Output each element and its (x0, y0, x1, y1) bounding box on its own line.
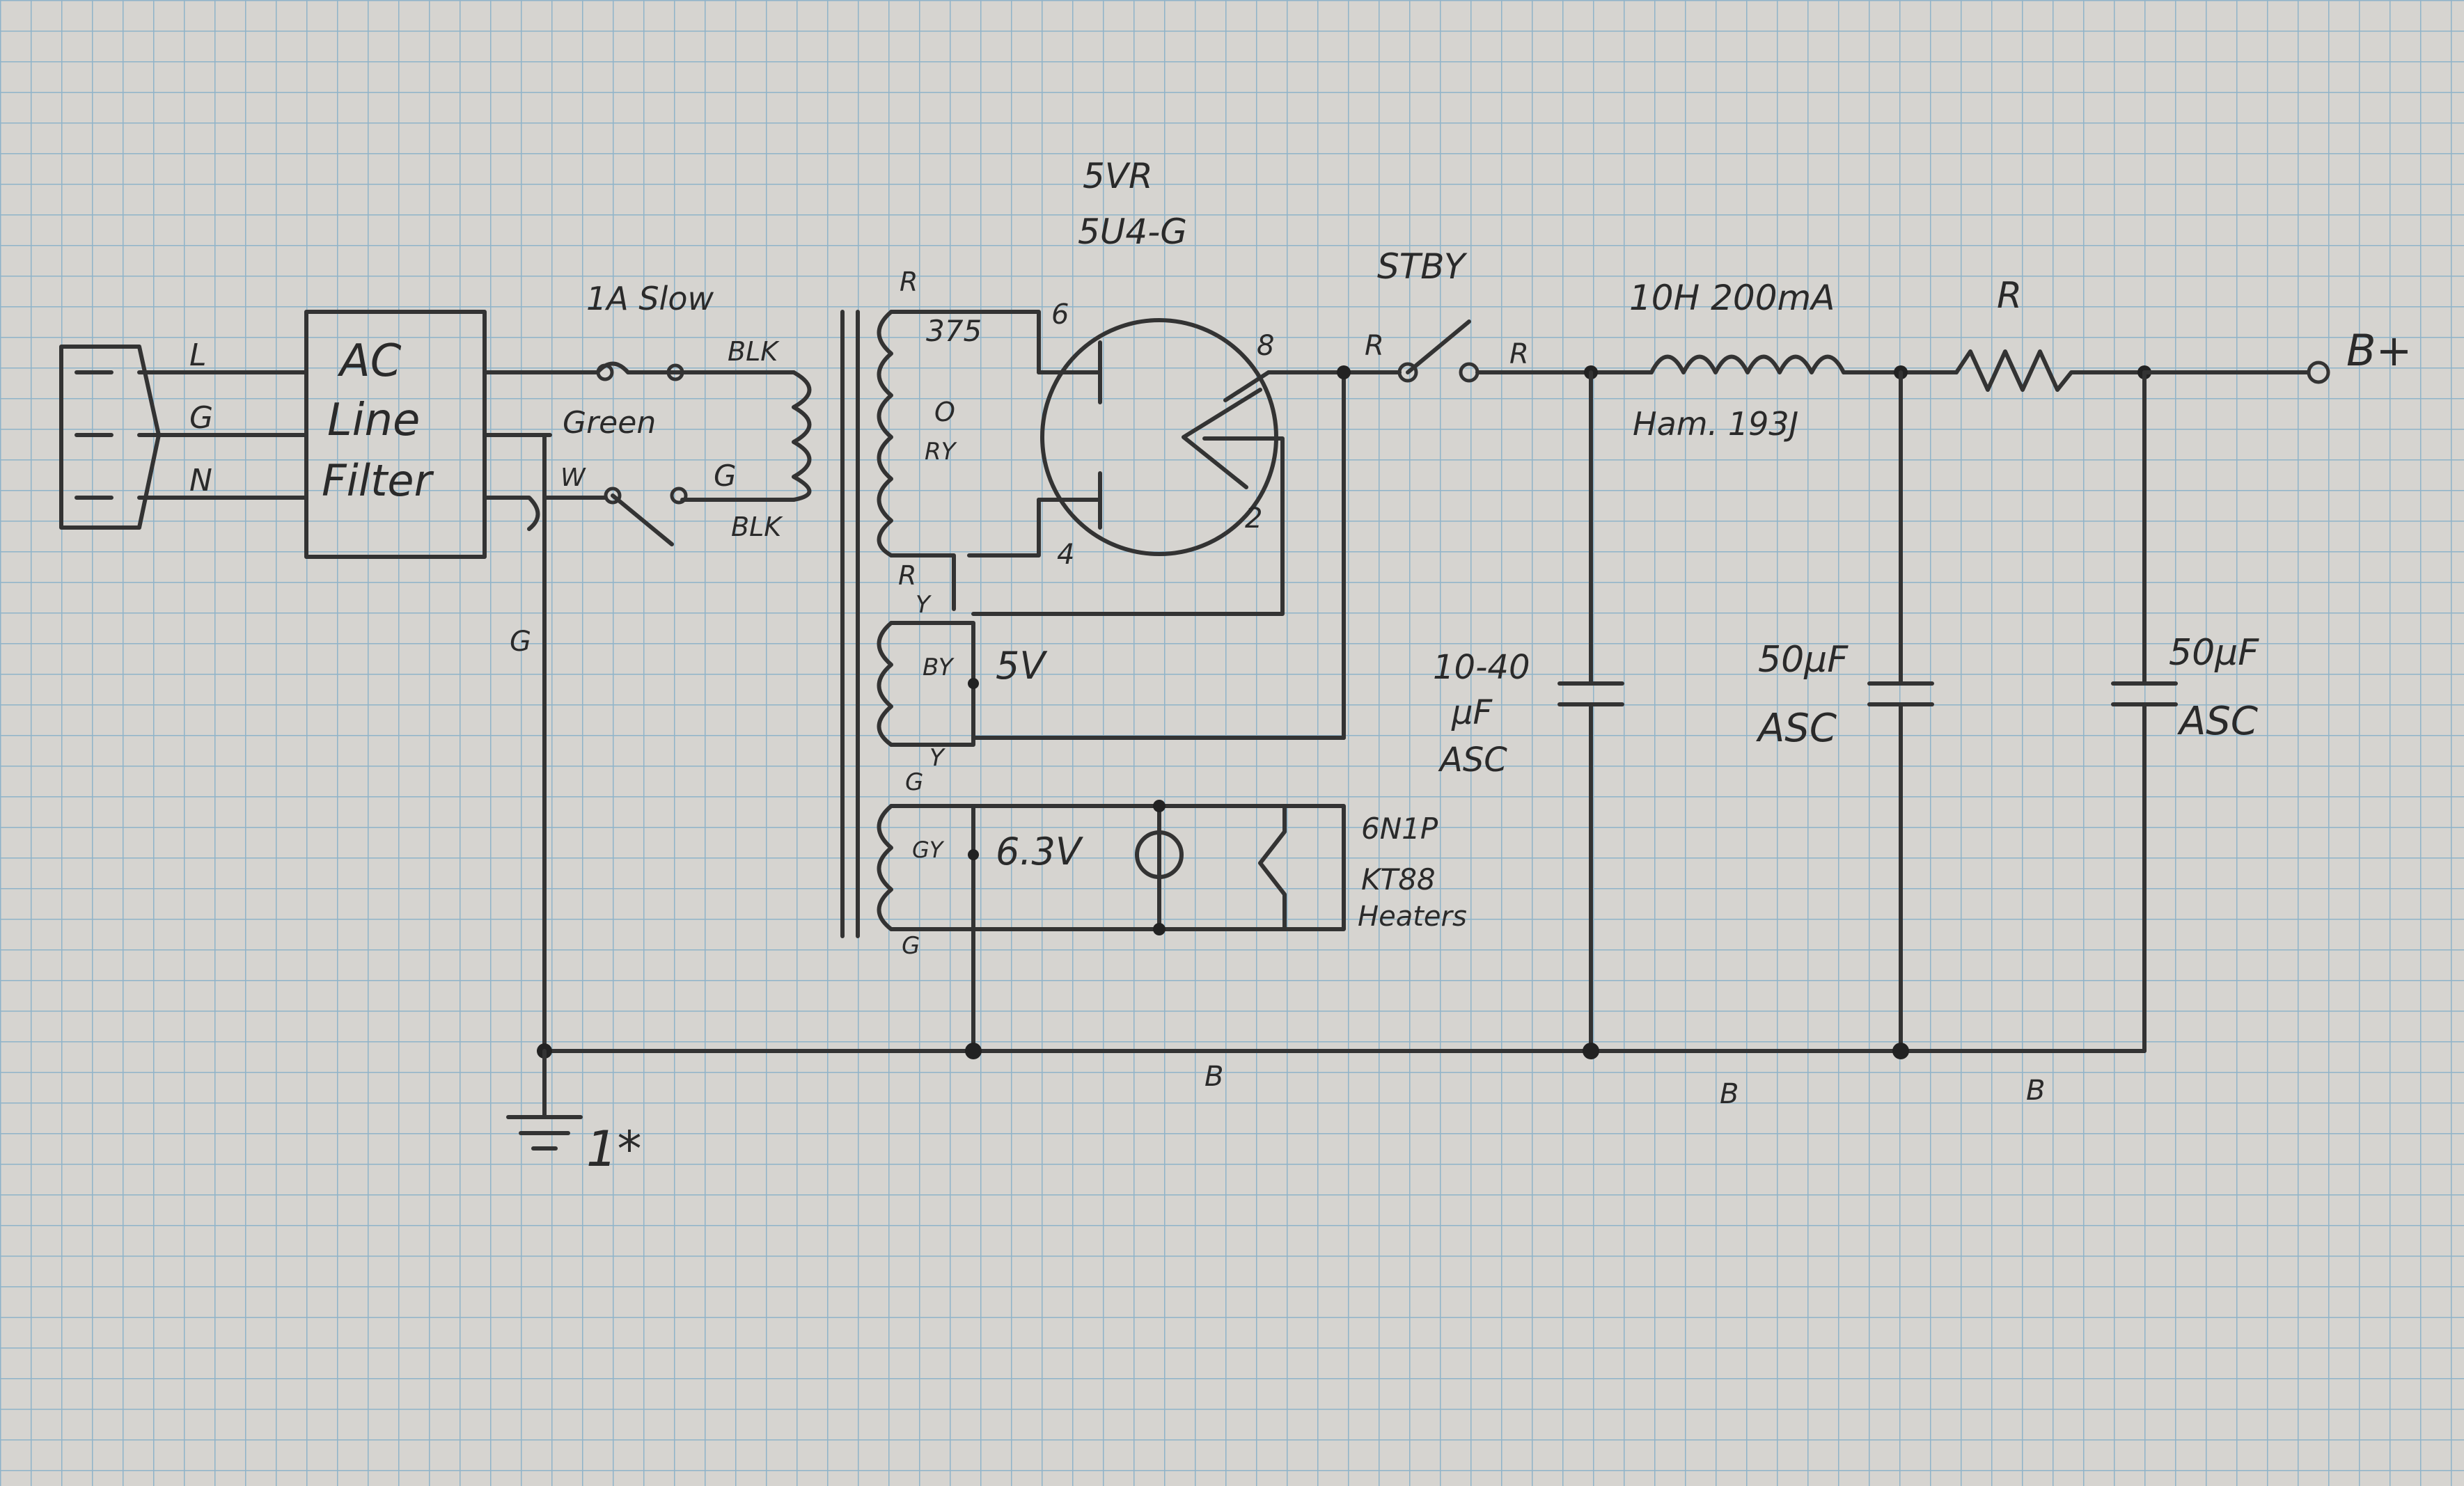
primary-winding-coil (792, 370, 812, 502)
stby-label-right: R (1509, 338, 1529, 370)
ground-bus-junction-4 (1892, 1043, 1909, 1059)
filament-5v-coil (877, 621, 893, 747)
filament-5v-to-pin2 (971, 498, 1285, 616)
filament-5v-ct-dot (968, 678, 979, 689)
power-inlet (59, 345, 161, 530)
cap3-label-asc: ASC (2177, 699, 2258, 744)
heater-junction-top (1153, 800, 1166, 812)
cap1-label-asc: ASC (1438, 741, 1507, 780)
hv-lead-to-pin4 (967, 498, 1041, 558)
capacitor-2 (1867, 370, 1934, 1053)
ground-note: 1* (586, 1121, 642, 1178)
ground-wire-label: G (510, 626, 531, 658)
rectifier-plate-bottom (1037, 471, 1102, 530)
choke-coil (1649, 354, 1846, 374)
stby-switch-lever[interactable] (1406, 319, 1471, 374)
hv-lead-to-pin6 (889, 310, 1041, 374)
plug-label-l: L (189, 338, 207, 373)
filter-label-line: Line (327, 395, 420, 446)
heater-label-6n1p: 6N1P (1361, 812, 1438, 846)
power-switch-lever (611, 493, 674, 546)
wire-label-green: Green (563, 405, 656, 441)
heater-label-kt88: KT88 (1361, 862, 1436, 896)
switch-pivot (604, 487, 622, 505)
filter-label-ac: AC (337, 335, 402, 387)
bus-label-b1: B (1204, 1061, 1223, 1093)
neutral-wire (482, 496, 540, 531)
stby-terminal-left (1397, 362, 1418, 383)
filament-63v-coil (877, 804, 893, 931)
plug-label-g: G (189, 400, 213, 436)
filter-label-filter: Filter (322, 455, 434, 506)
rectifier-plate-top (1037, 340, 1102, 404)
bplus-terminal[interactable] (2307, 361, 2330, 384)
cap3-label-value: 50μF (2169, 632, 2259, 674)
tx-label-gy: GY (912, 837, 945, 863)
tx-label-375: 375 (926, 314, 982, 348)
tx-label-g1: G (905, 768, 923, 796)
tube-pin-4: 4 (1057, 539, 1074, 571)
tx-label-ct: RY (925, 438, 957, 466)
tx-label-y2: Y (929, 744, 945, 772)
cap1-label-value: 10-40 (1433, 648, 1530, 687)
hv-lead-bottom (889, 553, 956, 611)
fuse-terminal-right (666, 363, 684, 381)
dropping-resistor (1954, 349, 2147, 392)
hv-secondary-coil (877, 310, 893, 558)
heater-junction-bottom (1153, 923, 1166, 935)
ground-bus-junction-2 (965, 1043, 982, 1059)
tx-label-63v: 6.3V (996, 830, 1084, 874)
tx-label-hv-top: R (900, 267, 918, 297)
pilot-lamp (1135, 830, 1184, 879)
capacitor-3 (2111, 370, 2178, 1053)
bplus-junction-1 (1337, 365, 1351, 379)
fuse-label: 1A Slow (586, 280, 714, 317)
wire-label-g: G (714, 459, 737, 493)
wire-label-blk-bottom: BLK (731, 512, 783, 542)
heater-filaments-symbol (1258, 804, 1287, 931)
tube-pin-6: 6 (1051, 299, 1069, 331)
filament-63v-ct-dot (968, 849, 979, 860)
bplus-label: B+ (2346, 325, 2412, 376)
choke-rating: 10H 200mA (1629, 278, 1835, 318)
chassis-ground-icon (506, 1049, 583, 1151)
cap2-label-asc: ASC (1756, 706, 1837, 751)
tx-label-by: BY (923, 654, 955, 681)
fuse-terminal-left (596, 363, 614, 381)
ground-bus-junction-3 (1583, 1043, 1599, 1059)
tx-label-g2: G (902, 932, 920, 960)
cap1-label-unit: μF (1451, 693, 1493, 732)
bus-label-b2: B (1720, 1078, 1739, 1110)
tube-label-5u4g: 5U4-G (1078, 212, 1187, 252)
plug-label-n: N (189, 463, 212, 498)
tx-label-y1: Y (916, 591, 932, 619)
wire-label-w: W (560, 464, 586, 492)
heater-label-heaters: Heaters (1358, 901, 1467, 933)
tx-label-hv-bottom: R (898, 560, 916, 591)
tx-label-5v: 5V (996, 644, 1048, 688)
tube-pin-2: 2 (1245, 503, 1262, 535)
filament-63v-leads (889, 804, 975, 931)
choke-model: Ham. 193J (1633, 405, 1798, 443)
tx-label-hv-center: O (934, 397, 955, 427)
stby-label-left: R (1365, 330, 1384, 362)
resistor-label: R (1997, 275, 2022, 317)
tube-label-5vr: 5VR (1083, 156, 1153, 196)
stby-label: STBY (1377, 246, 1468, 287)
bus-label-b3: B (2026, 1075, 2045, 1107)
cap2-label-value: 50μF (1758, 639, 1849, 681)
tube-pin-8: 8 (1257, 330, 1274, 362)
capacitor-1 (1557, 370, 1624, 1053)
wire-label-blk-top: BLK (728, 336, 780, 367)
rectifier-filament (1182, 388, 1262, 489)
switch-contact (670, 487, 688, 505)
